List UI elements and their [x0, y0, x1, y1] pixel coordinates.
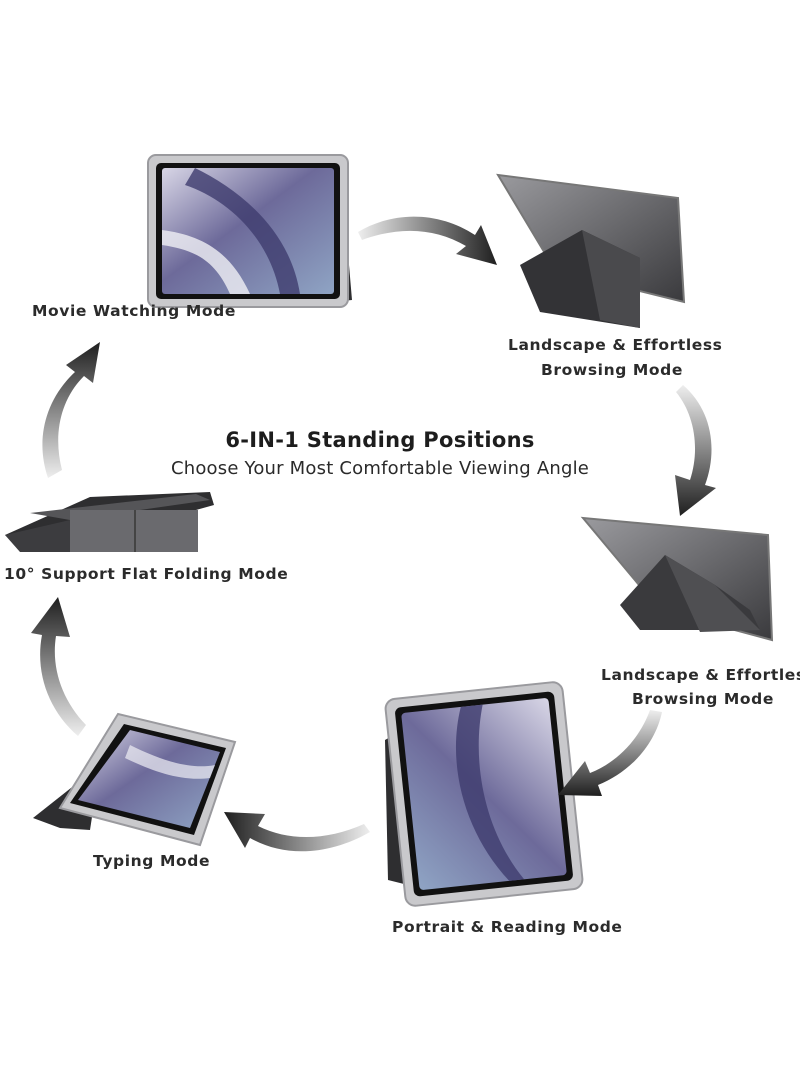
tablet-portrait-mode-illustration: [384, 681, 584, 907]
label-typing-mode: Typing Mode: [93, 852, 211, 870]
tablet-movie-mode-illustration: [147, 154, 352, 308]
arrow-movie-to-landscape: [358, 216, 497, 265]
tablet-typing-mode-illustration: [33, 712, 237, 847]
label-landscape-mode-2-line1: Landscape & Effortless: [601, 666, 800, 684]
tablet-flat-folding-mode-illustration: [5, 492, 214, 552]
label-movie-watching-mode: Movie Watching Mode: [32, 302, 236, 320]
label-flat-folding-mode: 10° Support Flat Folding Mode: [4, 565, 289, 583]
tablet-landscape-mode-illustration: [496, 173, 686, 328]
label-portrait-reading-mode: Portrait & Reading Mode: [392, 918, 623, 936]
headline-subtitle: Choose Your Most Comfortable Viewing Ang…: [170, 458, 590, 479]
arrow-typing-to-flat: [31, 597, 86, 736]
label-landscape-mode-line2: Browsing Mode: [541, 361, 683, 379]
label-landscape-mode-line1: Landscape & Effortless: [508, 336, 723, 354]
tablet-landscape-mode-2-illustration: [580, 516, 774, 642]
arrow-portrait-to-typing: [224, 812, 370, 852]
label-landscape-mode-2-line2: Browsing Mode: [632, 690, 774, 708]
arrow-landscape2-to-portrait: [558, 710, 662, 796]
arrow-flat-to-movie: [42, 342, 100, 478]
arrow-landscape-to-landscape2: [675, 385, 716, 516]
headline-title: 6-IN-1 Standing Positions: [225, 428, 535, 452]
